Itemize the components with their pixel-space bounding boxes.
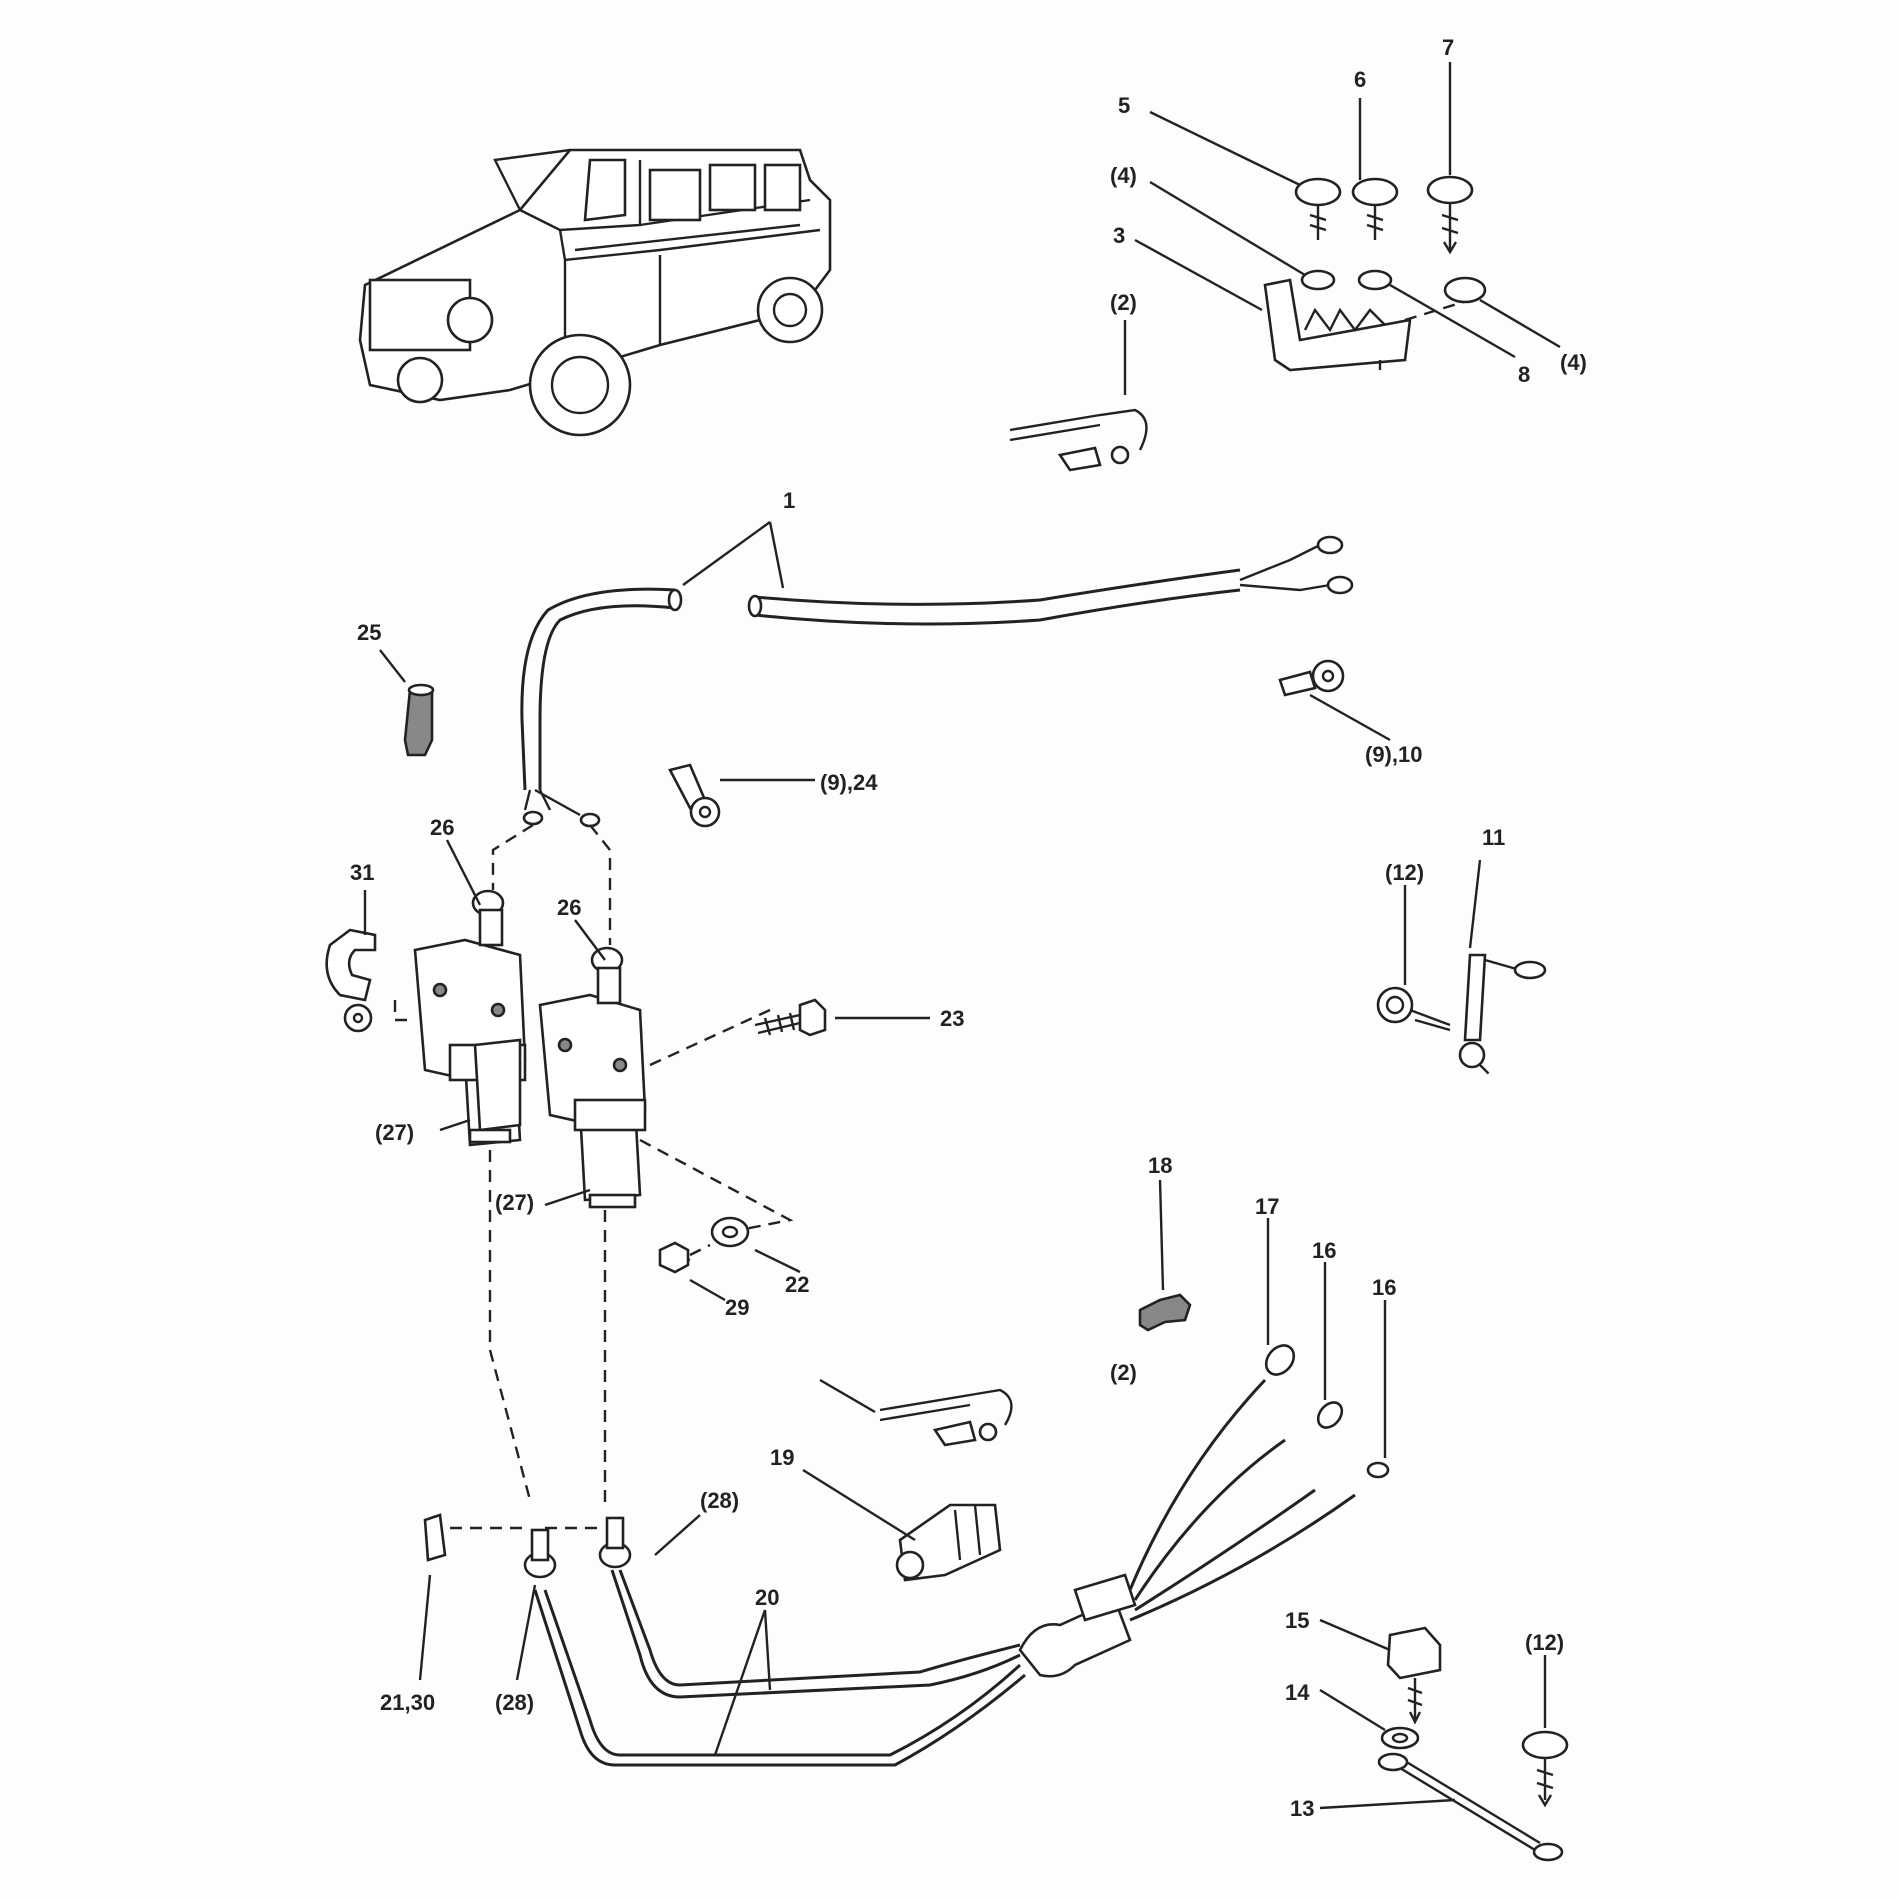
callout-labels: 1 (2) (2) 3 (4) (4) 5 6 7 8 (9),10 (9),2…	[350, 35, 1587, 1821]
washer-22-nut-29	[658, 1216, 801, 1302]
label-27-right: (27)	[495, 1190, 534, 1215]
connector-plug-25	[379, 649, 435, 757]
label-4-right: (4)	[1560, 350, 1587, 375]
label-22: 22	[785, 1272, 809, 1297]
label-5: 5	[1118, 93, 1130, 118]
dashed-links	[393, 823, 794, 1530]
label-4-left: (4)	[1110, 163, 1137, 188]
label-23: 23	[940, 1006, 964, 1031]
bolt-23	[754, 998, 930, 1037]
label-31: 31	[350, 860, 374, 885]
leader-lines-top	[1123, 62, 1561, 395]
label-18: 18	[1148, 1153, 1172, 1178]
label-9-10: (9),10	[1365, 742, 1422, 767]
label-12-bottom: (12)	[1525, 1630, 1564, 1655]
label-14: 14	[1285, 1680, 1310, 1705]
label-3: 3	[1113, 223, 1125, 248]
label-26-left: 26	[430, 815, 454, 840]
label-27-left: (27)	[375, 1120, 414, 1145]
grommet-18	[1138, 1179, 1192, 1332]
label-25: 25	[357, 620, 381, 645]
label-6: 6	[1354, 67, 1366, 92]
label-28-left: (28)	[495, 1690, 534, 1715]
terminals-16-17	[1264, 1218, 1390, 1479]
label-7: 7	[1442, 35, 1454, 60]
label-16-right: 16	[1372, 1275, 1396, 1300]
label-11: 11	[1482, 825, 1505, 850]
label-29: 29	[725, 1295, 749, 1320]
label-8: 8	[1518, 362, 1530, 387]
fuse-bracket-assembly	[1263, 175, 1487, 372]
connectors-28	[418, 1513, 701, 1681]
rubber-boot-19	[802, 1468, 1002, 1582]
label-20: 20	[755, 1585, 779, 1610]
label-1: 1	[783, 488, 795, 513]
label-26-right: 26	[557, 895, 581, 920]
ring-terminal-10	[1278, 659, 1391, 742]
label-28-right: (28)	[700, 1488, 739, 1513]
leader-lines-middle	[363, 839, 606, 1207]
label-17: 17	[1255, 1194, 1279, 1219]
label-9-24: (9),24	[820, 770, 878, 795]
cable-strap-bottom	[819, 1378, 1013, 1447]
ring-terminal-24	[668, 763, 815, 828]
label-16-left: 16	[1312, 1238, 1336, 1263]
label-19: 19	[770, 1445, 794, 1470]
ground-strap-11	[1376, 859, 1547, 1076]
label-2-top: (2)	[1110, 290, 1137, 315]
actuator-right	[538, 946, 647, 1209]
label-13: 13	[1290, 1796, 1314, 1821]
label-21-30: 21,30	[380, 1690, 435, 1715]
label-12-top: (12)	[1385, 860, 1424, 885]
label-15: 15	[1285, 1608, 1309, 1633]
clip-31	[325, 928, 377, 1033]
actuator-left	[413, 889, 527, 1147]
main-cable	[520, 521, 1354, 828]
vehicle-illustration	[358, 148, 832, 437]
label-2-bottom: (2)	[1110, 1360, 1137, 1385]
wiring-harness-20	[533, 1378, 1356, 1767]
cable-strap-top	[1009, 408, 1148, 472]
ground-strap-13	[1319, 1618, 1569, 1862]
